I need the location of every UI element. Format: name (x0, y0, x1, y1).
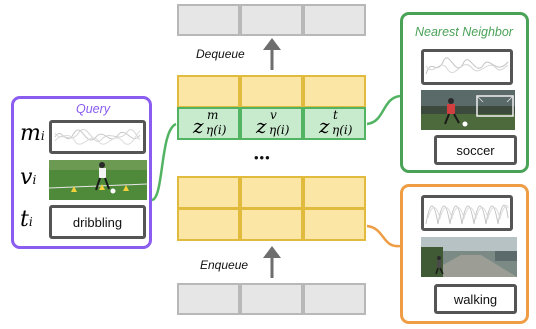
query-text-label: dribbling (49, 205, 146, 239)
motion-waveform (54, 128, 141, 145)
embedding-superscript: m (207, 108, 219, 122)
enqueue-cell-3 (303, 283, 366, 315)
nearest-neighbor-title: Nearest Neighbor (415, 25, 513, 39)
queue-yellow-cell (303, 75, 366, 108)
neighbor-video-frame (421, 90, 515, 130)
dequeue-label: Dequeue (196, 47, 245, 61)
enqueue-arrow (263, 246, 281, 278)
embedding-cell-video: z v η(i) (240, 107, 303, 140)
other-motion-signal (421, 195, 513, 231)
query-title: Query (76, 102, 111, 116)
other-text-label: walking (434, 284, 517, 314)
embedding-cell-motion: z m η(i) (177, 107, 240, 140)
embedding-superscript: t (333, 108, 338, 122)
queue-yellow-cell (240, 208, 303, 241)
dequeue-cell-3 (303, 4, 366, 36)
enqueue-cell-2 (240, 283, 303, 315)
other-connector (366, 224, 401, 248)
query-video-frame (49, 160, 147, 200)
query-text-symbol: ti (20, 207, 33, 232)
neighbor-text-label: soccer (434, 135, 517, 165)
enqueue-label: Enqueue (200, 258, 249, 272)
motion-waveform (425, 57, 509, 75)
embedding-base: z (256, 114, 267, 138)
nearest-neighbor-panel: Nearest Neighbor soccer (400, 12, 529, 173)
dequeue-cell-2 (240, 4, 303, 36)
enqueue-cell-1 (177, 283, 240, 315)
queue-yellow-cell (177, 208, 240, 241)
embedding-subscript: η(i) (332, 123, 353, 137)
neighbor-motion-signal (421, 49, 513, 85)
neighbor-connector (366, 94, 401, 126)
embedding-base: z (193, 114, 204, 138)
queue-yellow-cell (303, 208, 366, 241)
query-panel: Query mi vi ti dribbling (11, 96, 152, 249)
embedding-subscript: η(i) (269, 123, 290, 137)
queue-yellow-cell (177, 176, 240, 209)
embedding-cell-text: z t η(i) (303, 107, 366, 140)
embedding-superscript: v (270, 108, 277, 122)
query-motion-signal (49, 120, 146, 154)
dequeue-cell-1 (177, 4, 240, 36)
embedding-subscript: η(i) (206, 123, 227, 137)
query-motion-symbol: mi (20, 121, 45, 146)
other-sample-panel: walking (400, 184, 529, 324)
query-video-symbol: vi (20, 165, 37, 190)
query-connector (151, 122, 177, 202)
dequeue-arrow (263, 38, 281, 70)
queue-ellipsis: ••• (254, 150, 271, 165)
motion-waveform (425, 204, 509, 225)
embedding-base: z (319, 114, 330, 138)
other-video-frame (421, 237, 517, 277)
